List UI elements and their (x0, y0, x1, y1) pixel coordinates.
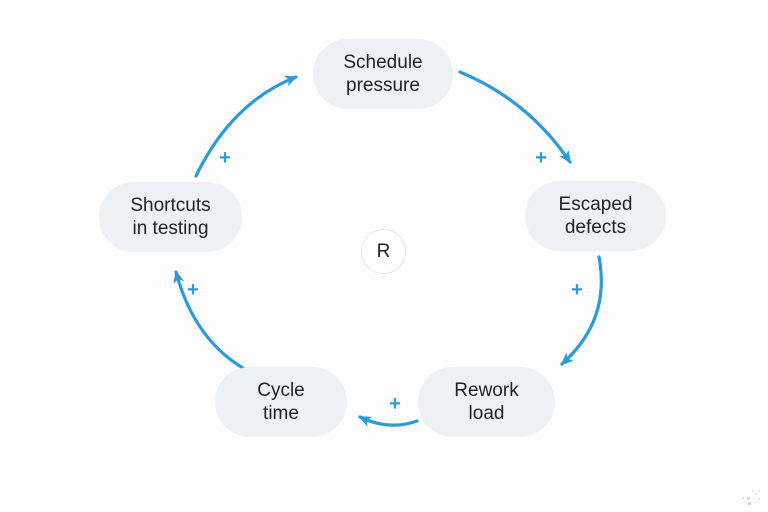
reinforcing-loop-label: R (376, 240, 391, 262)
node-label-line: Cycle (257, 380, 305, 401)
node-label-line: time (263, 403, 299, 424)
edge-rework-to-cycle-arrow (358, 415, 419, 427)
edge-escaped-to-rework-arrow (560, 255, 603, 366)
node-label-line: in testing (132, 218, 209, 239)
polarity-sign-cycle-shortcuts: + (187, 278, 199, 301)
node-label-line: defects (564, 217, 627, 238)
node-escaped-defects: Escaped defects (525, 181, 666, 251)
node-label-line: pressure (346, 75, 420, 96)
node-label-line: Shortcuts (130, 195, 211, 216)
node-label-line: load (468, 403, 505, 424)
edge-shortcuts-to-schedule-arrow (194, 75, 298, 178)
polarity-sign-rework-cycle: + (389, 392, 401, 415)
pixel-specks-icon (742, 490, 760, 505)
reinforcing-loop-badge: R (361, 229, 406, 274)
polarity-sign-escaped-rework: + (571, 278, 583, 301)
node-schedule-pressure: Schedule pressure (313, 39, 453, 109)
polarity-sign-shortcuts-schedule: + (219, 146, 231, 169)
node-rework-load: Rework load (418, 367, 555, 437)
node-label-line: Schedule (343, 52, 423, 73)
polarity-sign-schedule-escaped: + (535, 146, 547, 169)
edge-schedule-to-escaped-arrow (458, 70, 572, 164)
node-shortcuts-in-testing: Shortcuts in testing (99, 182, 242, 252)
node-cycle-time: Cycle time (215, 367, 347, 437)
node-label-line: Escaped (558, 194, 633, 215)
edge-cycle-to-shortcuts-arrow (173, 270, 252, 374)
node-label-line: Rework (454, 380, 519, 401)
